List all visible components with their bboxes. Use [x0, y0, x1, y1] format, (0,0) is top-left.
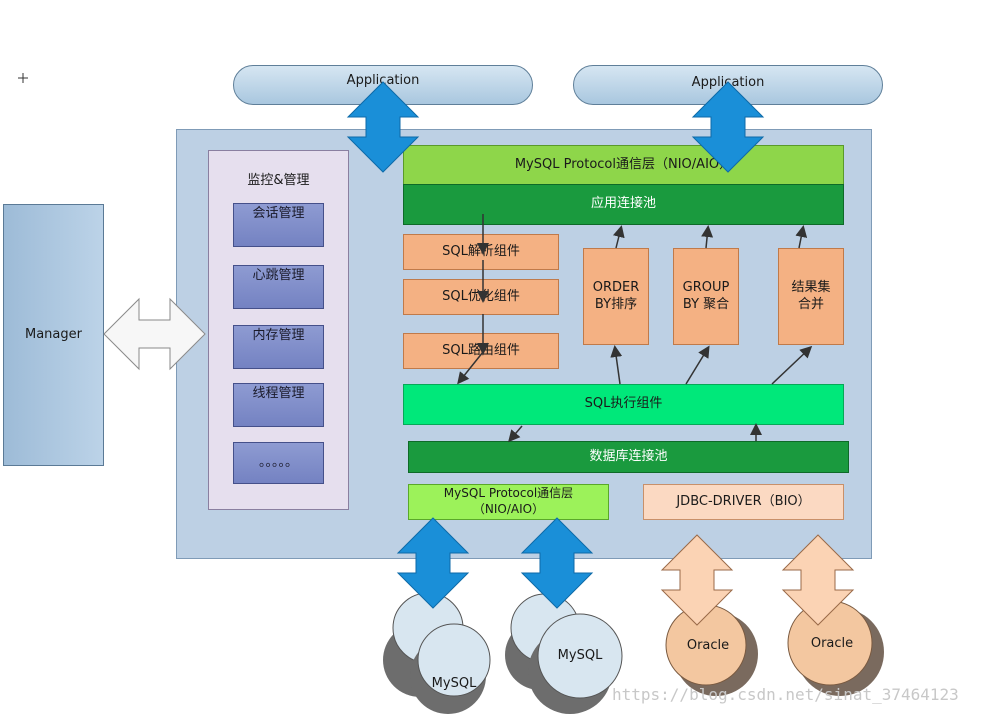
flow-arrow-to-executor: [457, 351, 484, 385]
protocol-layer-bottom: MySQL Protocol通信层（NIO/AIO）: [408, 484, 609, 520]
session-management-box: 会话管理: [233, 203, 324, 247]
flow-arrow-merge-up: [795, 225, 808, 249]
manager-double-arrow-icon: [103, 297, 206, 371]
db-connection-pool: 数据库连接池: [408, 441, 849, 473]
result-merge-component: 结果集合并: [778, 248, 844, 345]
flow-arrow-to-groupby: [685, 345, 710, 385]
oracle-database-icon: [787, 600, 884, 696]
flow-arrow-to-merge: [771, 345, 813, 385]
flow-arrow-groupby-up: [701, 225, 714, 249]
manager-label: Manager: [25, 326, 82, 342]
double-arrow-icon: [660, 534, 734, 626]
memory-management-box: 内存管理: [233, 325, 324, 369]
mysql-label: MySQL: [431, 675, 477, 691]
oracle-label: Oracle: [810, 635, 854, 651]
mysql-database-icon: [383, 592, 491, 714]
oracle-label: Oracle: [686, 637, 730, 653]
mysql-database-icon: [505, 593, 623, 714]
thread-management-box: 线程管理: [233, 383, 324, 427]
double-arrow-icon: [691, 81, 765, 173]
watermark-text: https://blog.csdn.net/sinat_37464123: [612, 685, 959, 704]
monitor-title: 监控&管理: [247, 172, 310, 188]
flow-arrow-to-orderby: [610, 345, 623, 385]
double-arrow-icon: [520, 517, 594, 609]
protocol-bottom-label: MySQL Protocol通信层（NIO/AIO）: [443, 486, 574, 516]
crosshair-icon: [18, 68, 28, 83]
group-by-component: GROUP BY 聚合: [673, 248, 739, 345]
manager-node: Manager: [3, 204, 104, 466]
heartbeat-management-box: 心跳管理: [233, 265, 324, 309]
app-connection-pool: 应用连接池: [403, 184, 844, 225]
jdbc-driver: JDBC-DRIVER（BIO）: [643, 484, 844, 520]
double-arrow-icon: [781, 534, 855, 626]
application-label: Application: [346, 72, 420, 88]
more-items-box: 。。。。。: [233, 442, 324, 484]
double-arrow-icon: [396, 517, 470, 609]
sql-executor-component: SQL执行组件: [403, 384, 844, 425]
double-arrow-icon: [346, 81, 420, 173]
order-by-component: ORDER BY排序: [583, 248, 649, 345]
flow-arrow-to-dbpool: [508, 425, 523, 443]
mysql-label: MySQL: [557, 647, 603, 663]
flow-arrow-orderby-up: [612, 225, 625, 249]
oracle-database-icon: [665, 604, 758, 696]
